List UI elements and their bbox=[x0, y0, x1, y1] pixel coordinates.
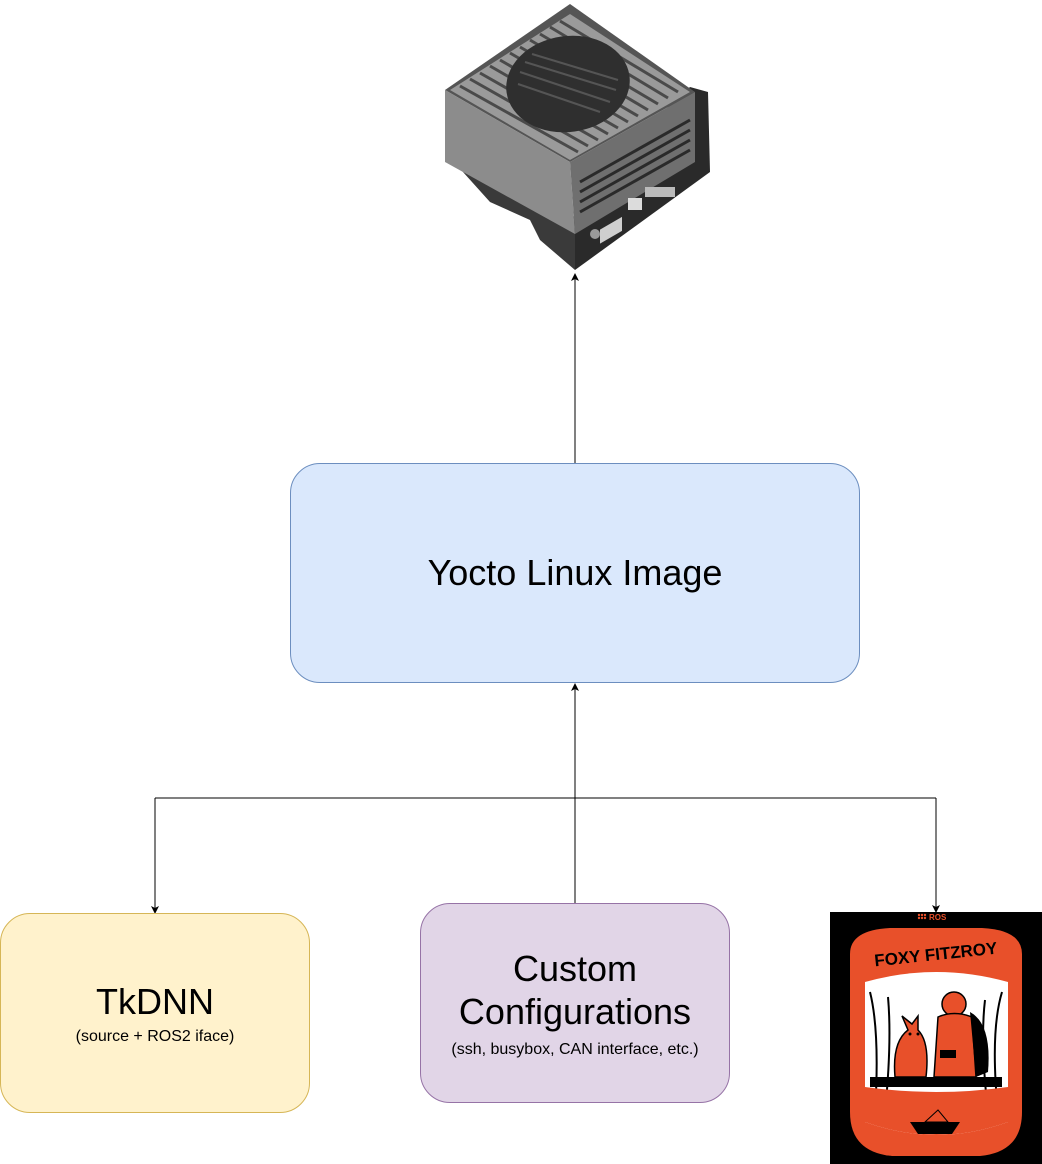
ros-brand-text: ROS bbox=[929, 913, 947, 922]
tkdnn-node[interactable]: TkDNN (source + ROS2 iface) bbox=[0, 913, 310, 1113]
nvidia-jetson-device-icon bbox=[445, 4, 710, 270]
custom-subtitle: (ssh, busybox, CAN interface, etc.) bbox=[451, 1040, 699, 1058]
ros-foxy-fitzroy-poster: ROS FOXY FITZROY bbox=[830, 912, 1042, 1164]
yocto-title: Yocto Linux Image bbox=[427, 552, 723, 594]
yocto-linux-image-node[interactable]: Yocto Linux Image bbox=[290, 463, 860, 683]
tkdnn-title: TkDNN bbox=[96, 980, 214, 1022]
custom-title-line2: Configurations bbox=[458, 991, 692, 1033]
custom-title-line1: Custom bbox=[512, 948, 638, 990]
ros-logo-icon bbox=[917, 913, 927, 920]
tkdnn-subtitle: (source + ROS2 iface) bbox=[75, 1028, 235, 1045]
custom-configurations-node[interactable]: Custom Configurations (ssh, busybox, CAN… bbox=[420, 903, 730, 1103]
